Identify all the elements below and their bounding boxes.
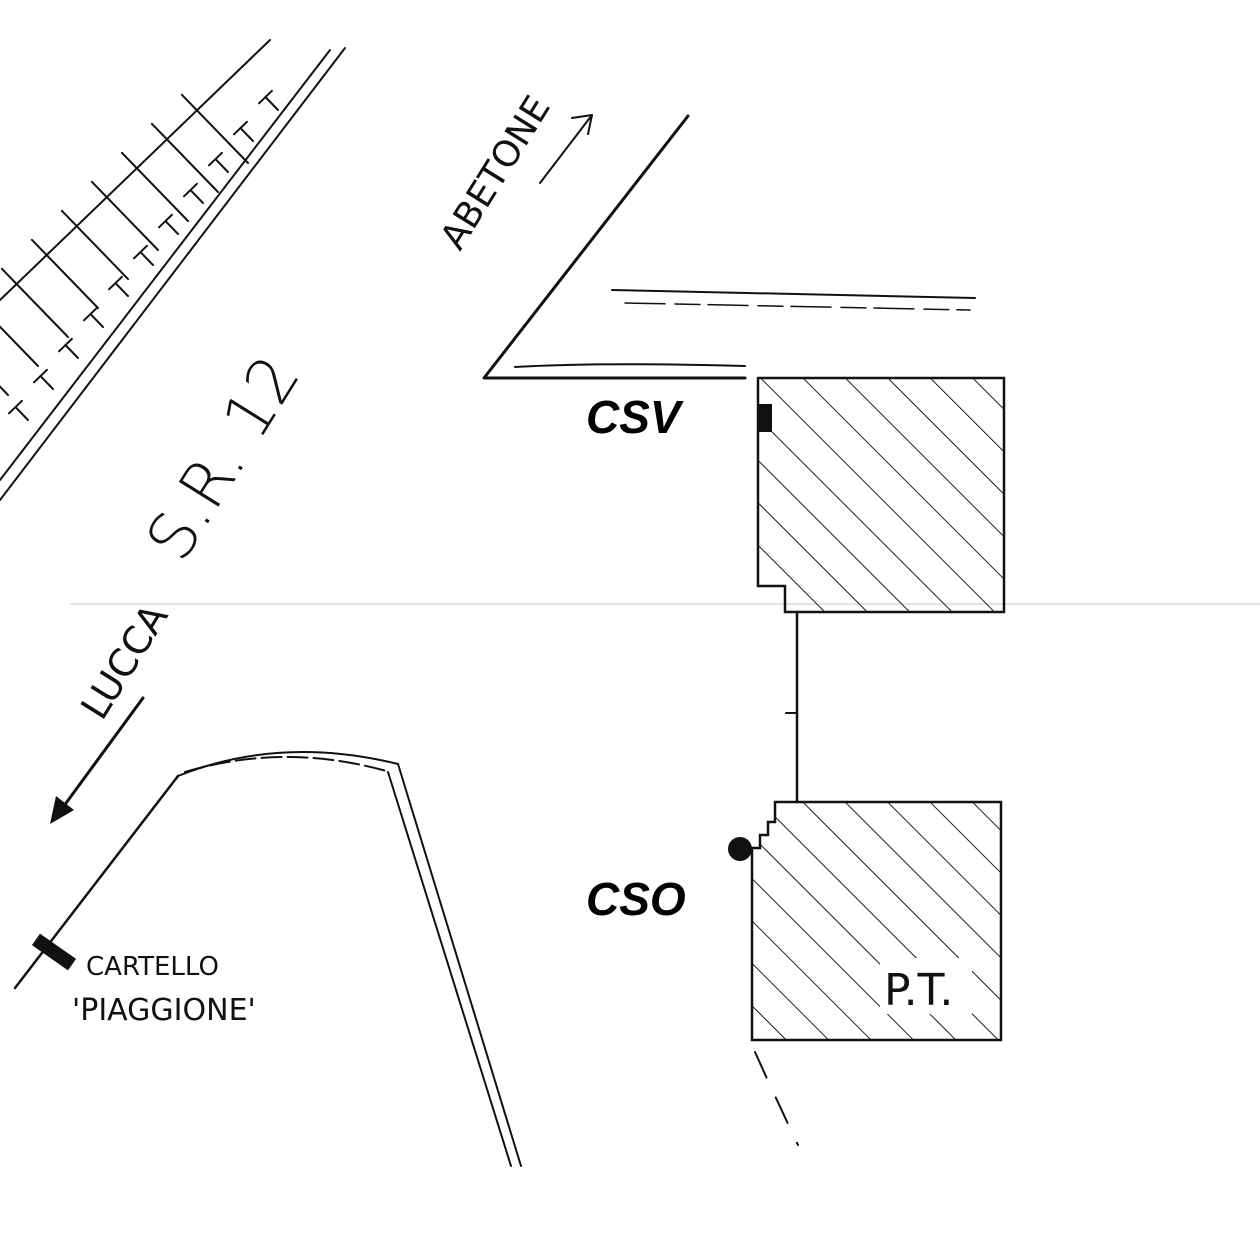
connecting-wall <box>785 610 799 804</box>
railway-tie <box>120 151 189 222</box>
railway-tie <box>0 385 9 396</box>
dashed-path <box>754 1051 799 1146</box>
railway-tie <box>30 238 99 309</box>
label-lucca: LUCCA <box>72 596 176 726</box>
label-abetone: ABETONE <box>433 89 559 257</box>
label-cso: CSO <box>586 873 686 925</box>
sign-post-icon <box>31 933 77 971</box>
railway-tie <box>150 122 219 193</box>
lucca-road <box>13 751 522 1167</box>
building-csv <box>756 376 1006 614</box>
label-sign-line1: CARTELLO <box>86 952 219 982</box>
railway-tee-mark <box>108 275 129 297</box>
building-cso <box>728 800 1003 1042</box>
railway-tee-mark <box>33 368 54 390</box>
railway-tee-mark <box>58 337 79 359</box>
label-road: S.R. 12 <box>133 343 315 573</box>
railway-tie <box>90 180 159 251</box>
railway-tee-mark <box>183 182 204 204</box>
abetone-arrow-icon <box>539 114 593 184</box>
cso-marker <box>728 837 752 861</box>
label-csv: CSV <box>586 391 684 443</box>
label-sign-line2: 'PIAGGIONE' <box>72 993 256 1028</box>
railway-tee-mark <box>8 399 29 421</box>
railway-tee-mark <box>133 244 154 266</box>
railway-tie <box>180 93 249 164</box>
railway-tie <box>60 209 129 280</box>
railway-tie <box>0 325 39 367</box>
csv-marker <box>758 404 772 432</box>
railway-tee-mark <box>233 120 254 142</box>
railway-tee-mark <box>258 89 279 111</box>
label-pt: P.T. <box>884 965 953 1016</box>
lucca-arrow-icon <box>50 696 145 824</box>
railway-tee-mark <box>83 306 104 328</box>
railway-tee-mark <box>158 213 179 235</box>
abetone-road <box>482 114 976 380</box>
railway-track <box>0 39 346 501</box>
railway-tee-mark <box>208 151 229 173</box>
railway-tie <box>0 267 69 338</box>
